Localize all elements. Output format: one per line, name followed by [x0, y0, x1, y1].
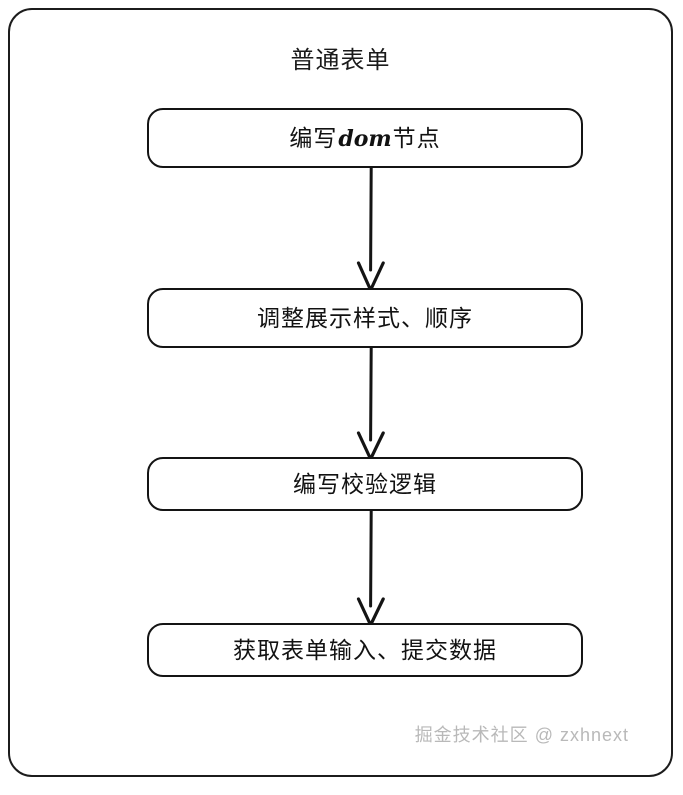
flow-step-1-label: 编写dom节点 — [289, 124, 440, 153]
flow-step-1-label-prefix: 编写 — [289, 124, 338, 151]
flow-step-2-label: 调整展示样式、顺序 — [257, 305, 473, 331]
diagram-container: 普通表单 编写dom节点 调整展示样式、顺序 编写校验逻辑 — [8, 8, 673, 777]
flow-step-1-label-mono: dom — [338, 125, 392, 152]
arrow-down-icon-1 — [340, 166, 402, 292]
flow-step-3[interactable]: 编写校验逻辑 — [147, 457, 583, 511]
flow-step-1-label-suffix: 节点 — [392, 124, 441, 151]
diagram-title: 普通表单 — [290, 47, 391, 74]
flow-step-2[interactable]: 调整展示样式、顺序 — [147, 288, 583, 348]
arrow-down-icon-2 — [340, 346, 402, 461]
flow-step-3-label: 编写校验逻辑 — [293, 471, 437, 497]
flow-step-4-label: 获取表单输入、提交数据 — [233, 637, 497, 663]
watermark-text: 掘金技术社区 @ zxhnext — [414, 725, 629, 745]
flow-step-4[interactable]: 获取表单输入、提交数据 — [147, 623, 583, 677]
flow-step-1[interactable]: 编写dom节点 — [147, 108, 583, 168]
arrow-down-icon-3 — [340, 509, 402, 627]
